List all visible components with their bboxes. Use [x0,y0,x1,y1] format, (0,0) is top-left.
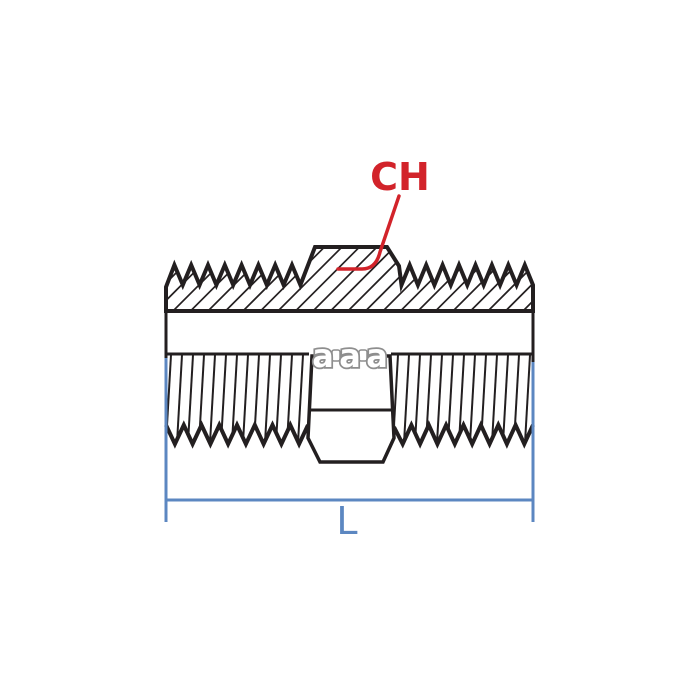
thread-line [524,354,531,444]
hex-face-mark: a [339,337,361,375]
thread-line [491,354,498,444]
hex-face-mark: a [366,337,388,375]
hatch-line [166,247,173,311]
thread-line [502,354,509,444]
thread-line [297,354,304,444]
hex-face-mark: a [312,337,334,375]
thread-line [275,354,282,444]
thread-line [403,354,410,444]
hatch-line [532,247,533,311]
upper-thread-crest-outline [164,245,535,313]
hex-body: a a a [306,335,396,464]
length-dimension-label: L [336,499,357,543]
hatch-line [287,247,366,311]
lower-thread-crest-right [392,420,535,449]
hatch-line [270,247,348,311]
hatch-line [305,247,383,311]
thread-line [414,354,421,444]
thread-line [187,354,194,444]
hatch-line [515,247,533,311]
hatch-line [322,247,401,311]
hex-top-notch [331,349,341,362]
thread-line [469,354,476,444]
thread-line [209,354,216,444]
hatch-line [497,247,533,311]
thread-line [264,354,271,444]
thread-line [176,354,183,444]
ch-callout: CH [336,155,430,271]
length-dimension: L [164,358,535,543]
thread-line [436,354,443,444]
ch-callout-label: CH [370,155,430,199]
hex-top-notch [358,349,368,362]
ch-leader-line [336,194,401,271]
thread-line [231,354,238,444]
lower-thread-crest-left [164,420,310,449]
upper-cross-section [164,245,535,313]
hatch-line [252,247,331,311]
thread-line [242,354,249,444]
